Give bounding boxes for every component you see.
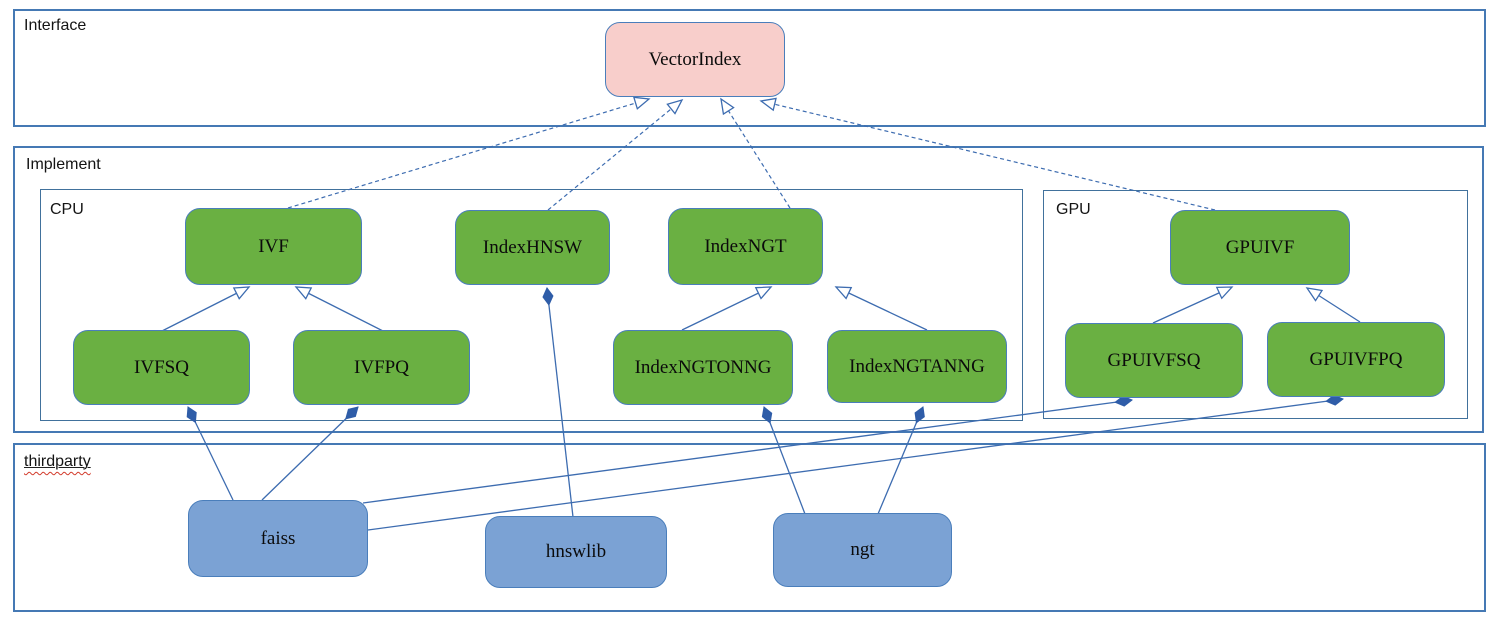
node-ivfsq-label: IVFSQ	[134, 356, 189, 378]
node-indexngtonng-label: IndexNGTONNG	[634, 356, 772, 378]
node-gpuivf-label: GPUIVF	[1225, 236, 1295, 258]
edge-ngt-to-indexngtonng[interactable]	[761, 406, 806, 515]
edge-ngt-to-indexngtanng[interactable]	[877, 406, 925, 515]
edge-faiss-to-ivfsq[interactable]	[186, 406, 234, 501]
node-ivf[interactable]: IVF	[185, 208, 362, 285]
edge-faiss-to-gpuivfpq[interactable]	[367, 394, 1344, 531]
edge-indexngt-to-vectorindex[interactable]	[720, 97, 791, 209]
node-ivfpq-label: IVFPQ	[354, 356, 409, 378]
node-faiss-label: faiss	[260, 527, 296, 549]
edge-ivfsq-to-ivf[interactable]	[161, 286, 251, 332]
edge-gpuivfsq-to-gpuivf[interactable]	[1152, 286, 1234, 324]
node-indexhnsw[interactable]: IndexHNSW	[455, 210, 610, 285]
node-indexngtonng[interactable]: IndexNGTONNG	[613, 330, 793, 405]
node-hnswlib[interactable]: hnswlib	[485, 516, 667, 588]
node-ivfsq[interactable]: IVFSQ	[73, 330, 250, 405]
edge-gpuivfpq-to-gpuivf[interactable]	[1305, 287, 1361, 323]
node-hnswlib-label: hnswlib	[545, 541, 607, 562]
node-ngt[interactable]: ngt	[773, 513, 952, 587]
edge-ivf-to-vectorindex[interactable]	[287, 96, 651, 209]
edge-ivfpq-to-ivf[interactable]	[294, 286, 384, 332]
section-label-interface: Interface	[24, 17, 87, 34]
node-ngt-label: ngt	[850, 539, 875, 560]
edge-faiss-to-ivfpq[interactable]	[261, 406, 359, 501]
edge-gpuivf-to-vectorindex[interactable]	[759, 97, 1216, 211]
group-cpu[interactable]	[40, 189, 1023, 421]
node-gpuivf[interactable]: GPUIVF	[1170, 210, 1350, 285]
node-indexngtanng-label: IndexNGTANNG	[849, 355, 985, 377]
node-indexngt-label: IndexNGT	[704, 235, 787, 257]
section-thirdparty[interactable]	[13, 443, 1486, 612]
node-gpuivfsq[interactable]: GPUIVFSQ	[1065, 323, 1243, 398]
thirdparty-misspelled-text: thirdparty	[24, 453, 91, 470]
edge-indexngtanng-to-indexngt[interactable]	[834, 286, 928, 331]
node-ivfpq[interactable]: IVFPQ	[293, 330, 470, 405]
node-vectorindex[interactable]: VectorIndex	[605, 22, 785, 97]
section-interface[interactable]	[13, 9, 1486, 127]
section-implement[interactable]	[13, 146, 1484, 433]
edge-faiss-to-gpuivfsq[interactable]	[362, 395, 1133, 504]
node-ivf-label: IVF	[258, 235, 289, 257]
node-indexngt[interactable]: IndexNGT	[668, 208, 823, 285]
edge-indexngtonng-to-indexngt[interactable]	[681, 286, 773, 331]
node-vectorindex-label: VectorIndex	[648, 48, 742, 70]
section-label-thirdparty: thirdparty	[24, 453, 91, 471]
node-gpuivfpq-label: GPUIVFPQ	[1309, 348, 1403, 370]
node-indexngtanng[interactable]: IndexNGTANNG	[827, 330, 1007, 403]
group-gpu[interactable]	[1043, 190, 1468, 419]
node-gpuivfpq[interactable]: GPUIVFPQ	[1267, 322, 1445, 397]
node-indexhnsw-label: IndexHNSW	[482, 236, 583, 258]
node-gpuivfsq-label: GPUIVFSQ	[1107, 349, 1201, 371]
section-label-implement: Implement	[26, 156, 101, 173]
node-faiss[interactable]: faiss	[188, 500, 368, 577]
group-label-cpu: CPU	[50, 201, 84, 218]
edge-hnswlib-to-indexhnsw[interactable]	[542, 287, 574, 518]
edge-indexhnsw-to-vectorindex[interactable]	[547, 98, 684, 211]
group-label-gpu: GPU	[1056, 201, 1091, 218]
